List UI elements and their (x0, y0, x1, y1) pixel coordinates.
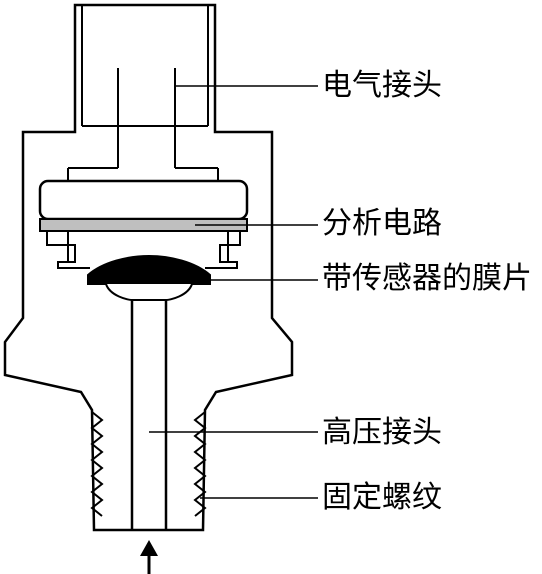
label-electrical-connector: 电气接头 (322, 68, 442, 103)
label-mounting-thread: 固定螺纹 (322, 480, 442, 515)
sensor-membrane (87, 254, 211, 285)
sensor-housing-outline (3, 3, 294, 532)
thread-left (90, 411, 104, 517)
label-analysis-circuit: 分析电路 (322, 206, 442, 241)
membrane-support-right (205, 231, 241, 269)
thread-right (193, 411, 207, 517)
label-high-pressure-port: 高压接头 (322, 415, 442, 450)
pressure-channel-head (105, 283, 193, 301)
label-sensor-membrane: 带传感器的膜片 (322, 261, 532, 296)
membrane-support-left (46, 231, 90, 269)
arrow-up-icon (140, 540, 158, 574)
circuit-carrier (38, 179, 249, 221)
